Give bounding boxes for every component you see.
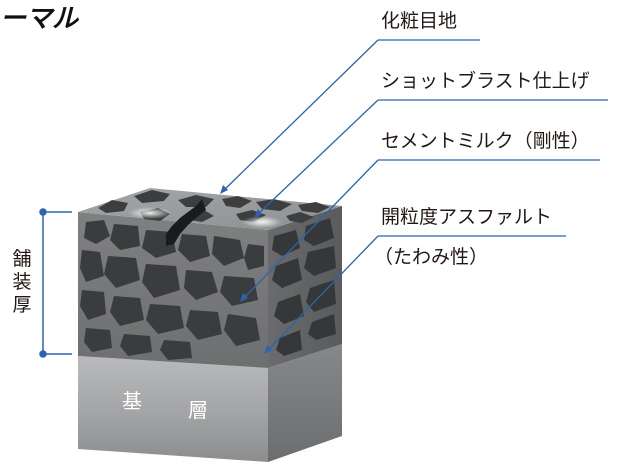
label-shot-blast: ショットブラスト仕上げ: [381, 70, 590, 92]
arrow-shot-blast: [254, 209, 262, 218]
label-open-graded-line2: （たわみ性）: [374, 246, 489, 268]
base-layer-side: [268, 344, 342, 462]
arrow-open-graded: [264, 345, 272, 354]
base-layer-front: [78, 356, 268, 462]
arrow-joint: [220, 185, 228, 194]
leader-joint: [221, 39, 480, 193]
top-highlight-1: [128, 207, 172, 219]
thickness-bottom-dot: [39, 350, 47, 358]
pavement-thickness-char-2: 装: [12, 271, 32, 293]
leader-arrowheads: [220, 185, 272, 354]
leader-lines: [221, 39, 608, 353]
leader-shot-blast: [255, 99, 608, 217]
arrow-cement-milk: [240, 293, 248, 302]
label-cement-milk: セメントミルク（剛性）: [381, 130, 590, 152]
front-face-aggregate: [80, 220, 264, 360]
label-open-graded-line1: 開粒度アスファルト: [381, 206, 553, 228]
title: ーマル: [0, 4, 79, 34]
pavement-thickness-char-3: 厚: [12, 294, 32, 316]
leader-cement-milk: [241, 159, 600, 301]
thickness-top-dot: [39, 208, 47, 216]
base-layer-label-char-1: 基: [122, 389, 142, 413]
top-highlight-2: [242, 216, 282, 228]
pavement-thickness-char-1: 舗: [12, 248, 32, 270]
pavement-thickness-label: 舗 装 厚: [9, 248, 35, 317]
base-layer-label-char-2: 層: [188, 398, 208, 422]
decorative-joint: [166, 199, 206, 246]
thickness-dimension: [39, 208, 72, 358]
leader-open-graded: [265, 235, 566, 353]
label-joint: 化粧目地: [381, 10, 458, 32]
